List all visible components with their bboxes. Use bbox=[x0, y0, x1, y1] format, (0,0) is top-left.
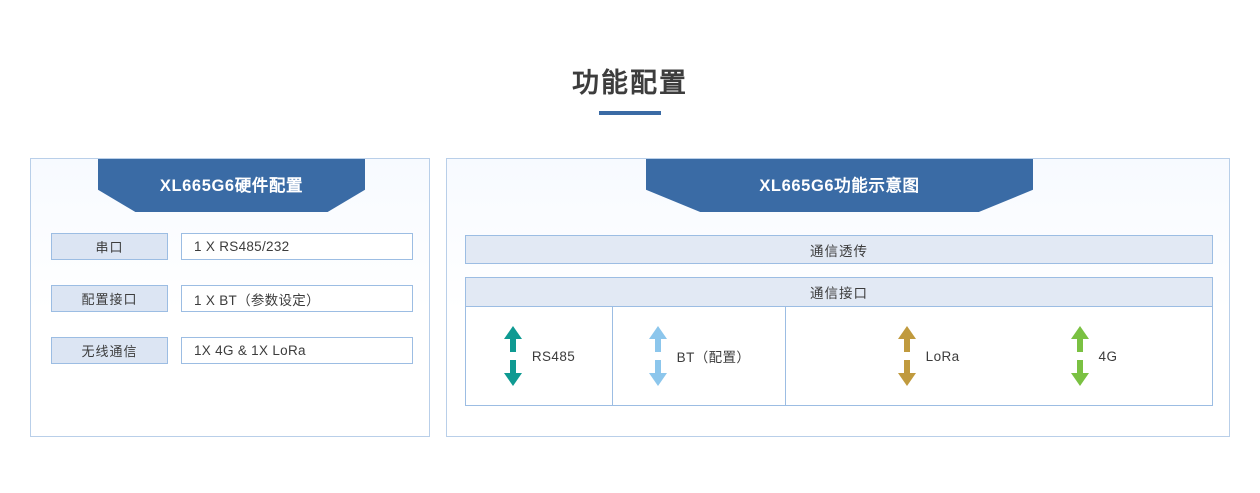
bar-transparent-transmission: 通信透传 bbox=[465, 235, 1213, 264]
function-diagram: 通信透传 通信接口 RS485 BT bbox=[465, 235, 1213, 406]
spec-value-config-port: 1 X BT（参数设定） bbox=[181, 285, 413, 312]
spec-row: 配置接口 1 X BT（参数设定） bbox=[51, 285, 413, 312]
double-arrow-icon bbox=[1070, 326, 1090, 386]
function-diagram-panel: XL665G6功能示意图 通信透传 通信接口 RS485 bbox=[446, 158, 1230, 437]
function-diagram-banner-title: XL665G6功能示意图 bbox=[759, 176, 920, 195]
double-arrow-icon bbox=[503, 326, 523, 386]
spec-label-config-port: 配置接口 bbox=[51, 285, 168, 312]
page-title-block: 功能配置 bbox=[0, 66, 1260, 115]
hardware-config-panel: XL665G6硬件配置 串口 1 X RS485/232 配置接口 1 X BT… bbox=[30, 158, 430, 437]
bar-communication-interface: 通信接口 bbox=[465, 277, 1213, 306]
page-title: 功能配置 bbox=[572, 68, 688, 98]
title-underline bbox=[599, 111, 661, 115]
spec-label-serial: 串口 bbox=[51, 233, 168, 260]
interface-node-4g: 4G bbox=[1070, 326, 1118, 386]
spec-value-wireless: 1X 4G & 1X LoRa bbox=[181, 337, 413, 364]
spec-row: 串口 1 X RS485/232 bbox=[51, 233, 413, 260]
function-diagram-banner: XL665G6功能示意图 bbox=[646, 159, 1033, 212]
spec-value-serial: 1 X RS485/232 bbox=[181, 233, 413, 260]
double-arrow-icon bbox=[897, 326, 917, 386]
interface-label-bt: BT（配置） bbox=[676, 350, 751, 365]
spec-label-wireless: 无线通信 bbox=[51, 337, 168, 364]
double-arrow-icon bbox=[648, 326, 668, 386]
interface-cell-wireless: LoRa 4G bbox=[785, 306, 1213, 406]
interface-label-rs485: RS485 bbox=[531, 348, 576, 364]
hardware-config-banner: XL665G6硬件配置 bbox=[98, 159, 365, 212]
interface-label-4g: 4G bbox=[1098, 348, 1118, 364]
spec-row: 无线通信 1X 4G & 1X LoRa bbox=[51, 337, 413, 364]
hardware-spec-list: 串口 1 X RS485/232 配置接口 1 X BT（参数设定） 无线通信 … bbox=[51, 233, 413, 364]
interface-label-lora: LoRa bbox=[925, 348, 960, 364]
wireless-node-group: LoRa 4G bbox=[786, 326, 1212, 386]
interface-cells-row: RS485 BT（配置） bbox=[465, 306, 1213, 406]
interface-cell-bt: BT（配置） bbox=[612, 306, 785, 406]
interface-cell-rs485: RS485 bbox=[465, 306, 612, 406]
interface-node-lora: LoRa bbox=[897, 326, 960, 386]
hardware-config-banner-title: XL665G6硬件配置 bbox=[159, 176, 304, 195]
